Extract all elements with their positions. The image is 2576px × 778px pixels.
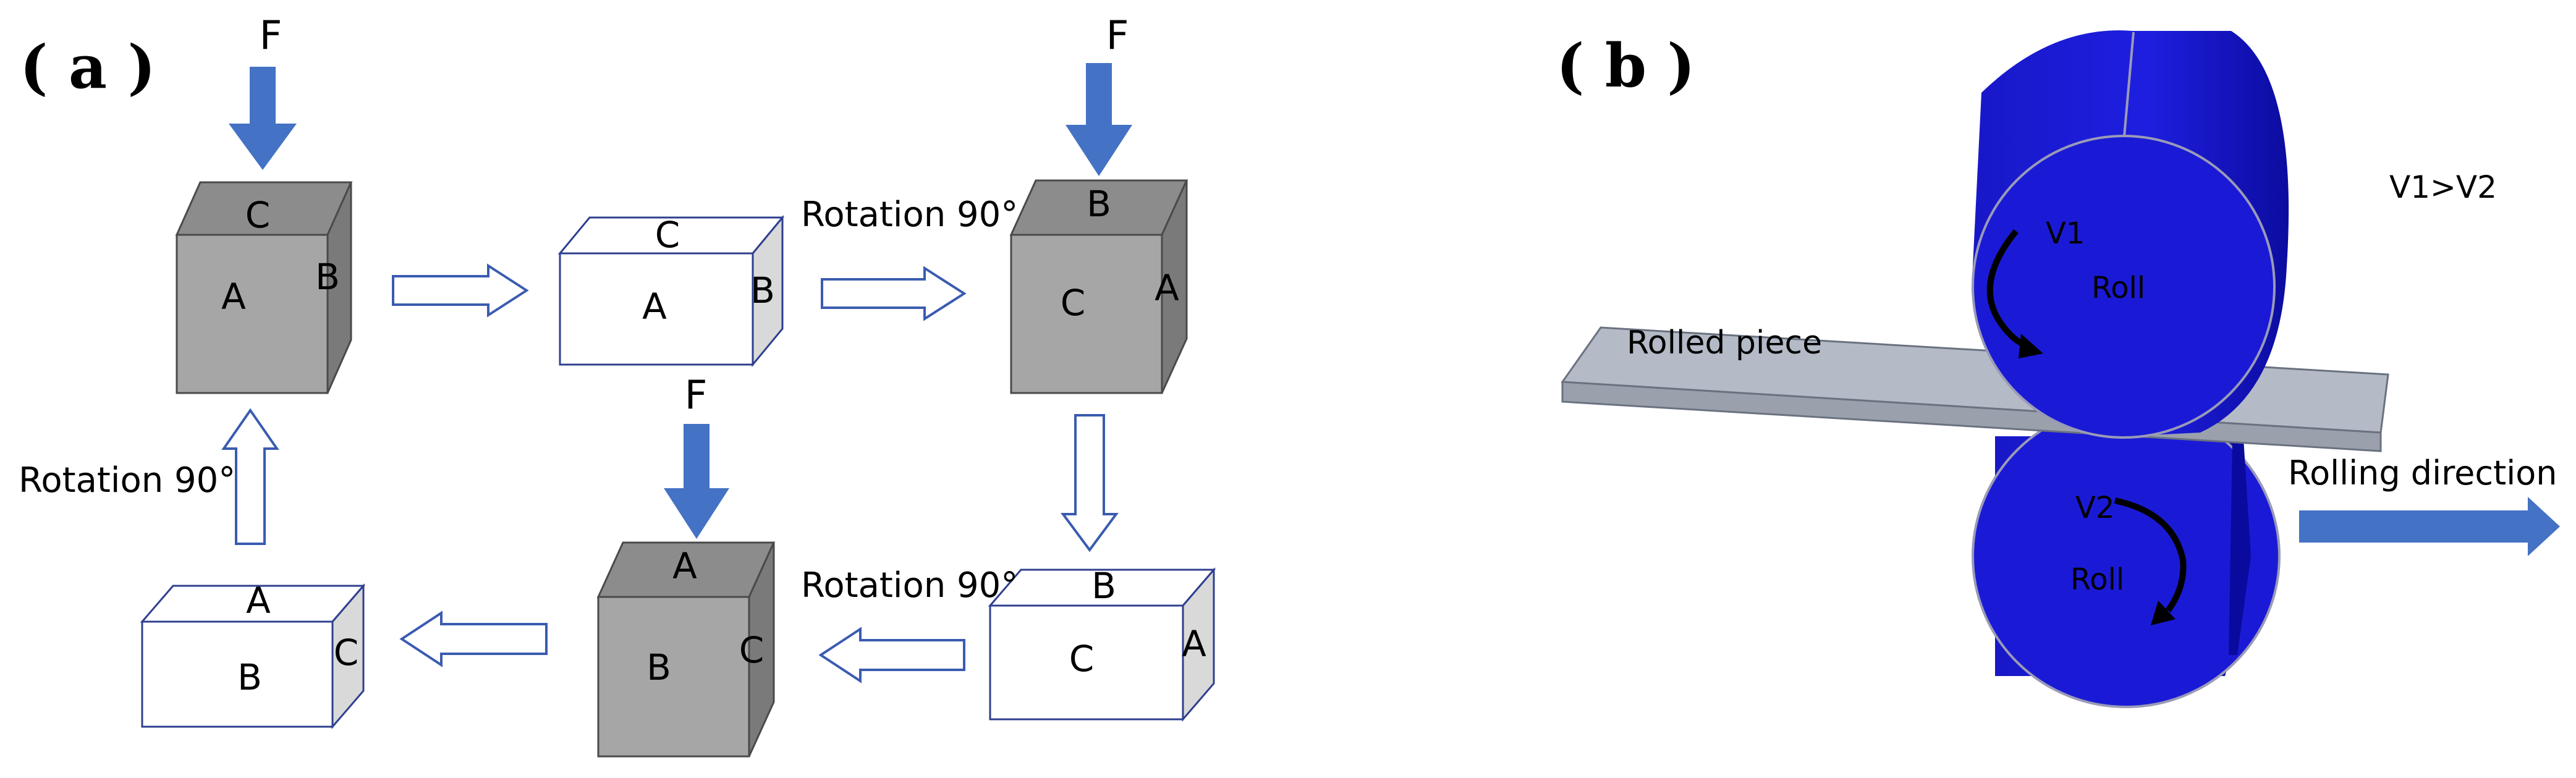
cube-2-side-label: B bbox=[750, 269, 775, 311]
force-arrow-1-shape bbox=[229, 67, 297, 170]
cube-1-front-label: A bbox=[221, 276, 246, 318]
upper-roll-speed-label: V1 bbox=[2046, 216, 2085, 251]
cube-1: C A B bbox=[175, 181, 353, 394]
cube-3-side-label: A bbox=[1155, 267, 1179, 309]
upper-rotation-arc bbox=[1986, 229, 2028, 349]
cube-6-front bbox=[141, 620, 334, 728]
hollow-arrow-up bbox=[221, 408, 279, 545]
panel-a-label: ( a ) bbox=[20, 32, 156, 102]
cube-3-top-label: B bbox=[1087, 183, 1111, 225]
cube-2: C A B bbox=[557, 214, 785, 368]
hollow-arrow-down bbox=[1061, 414, 1119, 552]
cube-1-front bbox=[176, 234, 329, 394]
upper-roll-end-face bbox=[1972, 135, 2276, 439]
force-arrow-2: F bbox=[1066, 14, 1132, 176]
rolling-direction-arrow bbox=[2299, 497, 2560, 556]
panel-a: ( a ) C A B F C A B Rotation 90° bbox=[19, 14, 1216, 758]
cube-2-front-label: A bbox=[642, 285, 667, 328]
cube-5-top-label: A bbox=[672, 545, 697, 587]
rotation-label-1: Rotation 90° bbox=[801, 195, 1018, 235]
cube-1-top-label: C bbox=[245, 194, 271, 236]
hollow-arrow-left-1 bbox=[818, 627, 965, 683]
cube-3-front bbox=[1010, 234, 1163, 394]
force-label-1: F bbox=[260, 14, 282, 59]
force-arrow-1: F bbox=[229, 14, 297, 170]
upper-roll-label: Roll bbox=[2091, 271, 2145, 305]
upper-roll-seam bbox=[2122, 32, 2135, 144]
cube-4-top-label: B bbox=[1091, 565, 1116, 607]
lower-rotation-arrow bbox=[2114, 497, 2187, 625]
cube-4-front bbox=[989, 604, 1184, 721]
cube-5-front bbox=[597, 596, 750, 758]
rolling-direction-label: Rolling direction bbox=[2288, 454, 2557, 493]
speed-relation-label: V1>V2 bbox=[2389, 169, 2497, 205]
lower-rotation-arc bbox=[2114, 497, 2187, 612]
hollow-arrow-right-2 bbox=[821, 266, 967, 321]
upper-roll bbox=[1972, 30, 2289, 439]
force-label-2: F bbox=[1106, 14, 1129, 59]
upper-rotation-arrow bbox=[1986, 229, 2043, 358]
cube-2-front bbox=[559, 252, 754, 366]
force-arrow-2-shape bbox=[1066, 63, 1132, 176]
cube-6-top-label: A bbox=[246, 580, 271, 622]
lower-roll-speed-label: V2 bbox=[2075, 491, 2114, 525]
cube-3-front-label: C bbox=[1061, 282, 1086, 324]
hollow-arrow-right-1 bbox=[392, 263, 529, 318]
cube-4-front-label: C bbox=[1069, 638, 1095, 680]
panel-b: ( b ) V1 Roll bbox=[1556, 30, 2560, 708]
force-arrow-3: F bbox=[664, 373, 729, 539]
lower-rotation-arrowhead bbox=[2151, 601, 2176, 625]
cube-5-front-label: B bbox=[646, 646, 671, 688]
cube-4-side-label: A bbox=[1182, 623, 1206, 665]
cube-4: B C A bbox=[988, 565, 1216, 722]
panel-b-label: ( b ) bbox=[1556, 31, 1695, 101]
force-arrow-3-shape bbox=[664, 424, 729, 539]
rolled-piece-label: Rolled piece bbox=[1627, 324, 1822, 362]
rotation-label-3: Rotation 90° bbox=[19, 460, 235, 501]
cube-6-side-label: C bbox=[334, 632, 359, 674]
cube-5-side-label: C bbox=[739, 629, 765, 671]
cube-6: A B C bbox=[140, 580, 366, 730]
cube-5: A B C bbox=[596, 541, 776, 758]
lower-roll-side-shadow bbox=[2229, 439, 2251, 655]
cube-3: B C A bbox=[1009, 179, 1188, 394]
cube-2-top-label: C bbox=[655, 214, 680, 256]
hollow-arrow-left-2 bbox=[399, 611, 548, 667]
force-label-3: F bbox=[685, 373, 708, 419]
cube-6-front-label: B bbox=[237, 656, 262, 698]
upper-rotation-arrowhead bbox=[2019, 334, 2043, 358]
cube-1-side-label: B bbox=[315, 256, 340, 298]
rotation-label-2: Rotation 90° bbox=[801, 565, 1018, 606]
lower-roll bbox=[1972, 404, 2281, 708]
lower-roll-label: Roll bbox=[2070, 562, 2124, 597]
